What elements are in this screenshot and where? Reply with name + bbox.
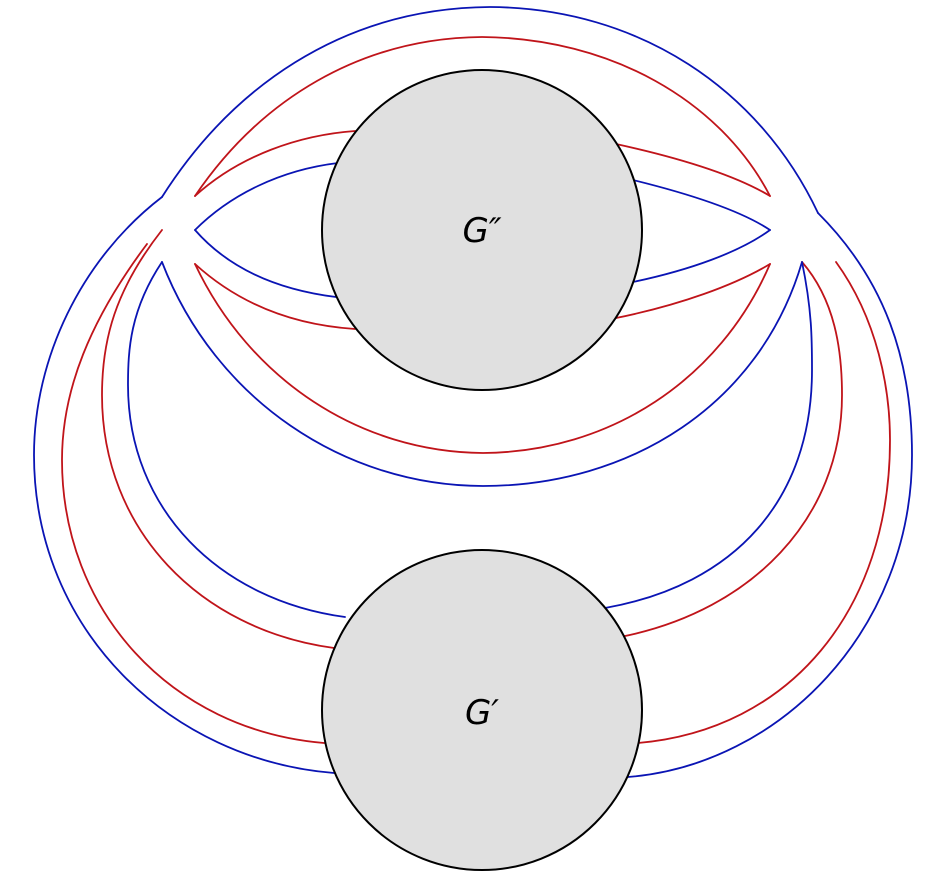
node-top-disc (321, 69, 643, 391)
edge-red-lens-top-left (194, 130, 356, 197)
edge-blue-lens-bottom-right (632, 229, 771, 283)
edge-red-left-inner (101, 229, 335, 649)
edge-group (33, 6, 913, 778)
node-top-label: G″ (462, 211, 501, 251)
edge-blue-lens-top-right (632, 179, 771, 231)
node-top: G″ (321, 69, 643, 391)
edge-red-right-outer (637, 261, 891, 744)
edge-blue-outer-right (627, 212, 913, 778)
edge-blue-left-inner (127, 261, 346, 618)
node-bottom-label: G′ (465, 693, 499, 733)
edge-red-lens-bottom-left (194, 263, 356, 330)
edge-blue-lens-top-left (194, 162, 339, 231)
edge-red-lens-top-right (615, 143, 771, 197)
edge-red-left-outer (61, 243, 325, 744)
edge-red-right-inner (624, 261, 843, 637)
edge-blue-right-inner (604, 261, 813, 609)
edge-red-upper-top (194, 36, 771, 197)
edge-blue-lens-bottom-left (194, 229, 337, 298)
edge-blue-outer-top (161, 6, 819, 214)
edge-blue-outer-left (33, 196, 335, 774)
node-bottom-disc (321, 549, 643, 871)
node-bottom: G′ (321, 549, 643, 871)
edge-red-u-under-top (194, 263, 771, 454)
edge-blue-u-under-top (161, 261, 803, 487)
edge-red-lens-bottom-right (615, 263, 771, 319)
